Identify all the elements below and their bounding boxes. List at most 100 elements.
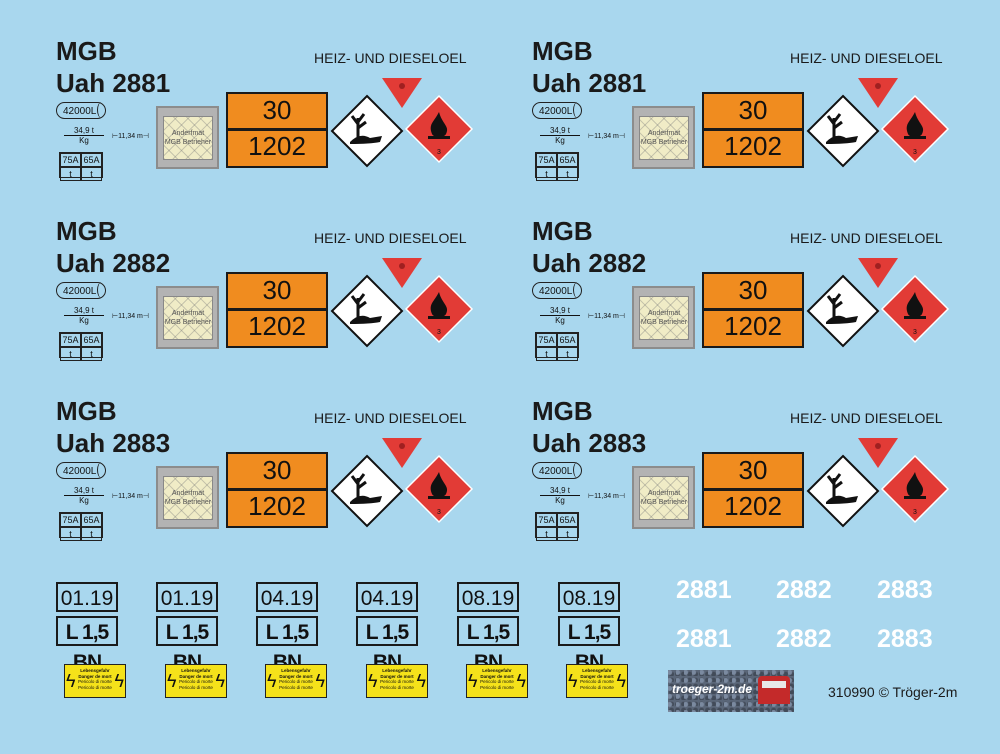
un-number: 1202	[248, 131, 306, 161]
lightning-icon: ϟ	[215, 671, 225, 691]
hazard-code: 30	[262, 275, 292, 305]
wagon-number: Uah 2883	[532, 428, 647, 458]
revision-date: 04.19	[356, 582, 418, 612]
hazard-code: 30	[738, 275, 768, 305]
revision-date: 01.19	[156, 582, 218, 612]
decal-set: MGB Uah 2881 HEIZ- UND DIESELOEL 42000L …	[532, 36, 972, 196]
svg-text:3: 3	[437, 509, 441, 516]
decal-set: MGB Uah 2882 HEIZ- UND DIESELOEL 42000L …	[532, 216, 972, 376]
wagon-number: Uah 2881	[532, 68, 647, 98]
svg-text:3: 3	[437, 329, 441, 336]
wagon-number: Uah 2881	[56, 68, 171, 98]
un-number: 1202	[248, 491, 306, 521]
white-wagon-number: 2881	[676, 576, 732, 604]
revision-code: L 1,5 BN	[256, 616, 318, 674]
svg-text:3: 3	[913, 329, 917, 336]
white-wagon-number: 2881	[676, 625, 732, 653]
brand-logo: troeger-2m.de	[668, 670, 794, 712]
un-number: 1202	[724, 311, 782, 341]
revision-date: 01.19	[56, 582, 118, 612]
capacity-label: 42000L	[532, 462, 582, 479]
environment-hazard-icon	[806, 94, 880, 168]
revision-date: 08.19	[457, 582, 519, 612]
environment-hazard-icon	[330, 454, 404, 528]
product-label: HEIZ- UND DIESELOEL	[314, 230, 467, 246]
flammable-hazard-icon: 3	[880, 454, 950, 524]
length-label: ⊢11,34 m⊣	[112, 133, 149, 140]
capacity-label: 42000L	[56, 462, 106, 479]
lightning-icon: ϟ	[114, 671, 124, 691]
un-number: 1202	[248, 311, 306, 341]
lightning-icon: ϟ	[368, 671, 378, 691]
svg-text:3: 3	[913, 149, 917, 156]
product-label: HEIZ- UND DIESELOEL	[790, 410, 943, 426]
capacity-label: 42000L	[532, 102, 582, 119]
white-wagon-number: 2883	[877, 576, 933, 604]
lightning-icon: ϟ	[66, 671, 76, 691]
revision-code: L 1,5 BN	[56, 616, 118, 674]
company-name: MGB	[56, 216, 117, 246]
white-wagon-number: 2883	[877, 625, 933, 653]
length-label: ⊢11,34 m⊣	[588, 133, 625, 140]
wagon-number: Uah 2883	[56, 428, 171, 458]
flammable-hazard-icon: 3	[880, 94, 950, 164]
decal-set: MGB Uah 2883 HEIZ- UND DIESELOEL 42000L …	[56, 396, 496, 556]
logo-text: troeger-2m.de	[672, 682, 753, 696]
decal-set: MGB Uah 2881 HEIZ- UND DIESELOEL 42000L …	[56, 36, 496, 196]
length-label: ⊢11,34 m⊣	[112, 493, 149, 500]
lightning-icon: ϟ	[267, 671, 277, 691]
hazard-plate: 30 1202	[226, 452, 328, 528]
hazard-plate: 30 1202	[226, 272, 328, 348]
lightning-icon: ϟ	[568, 671, 578, 691]
length-label: ⊢11,34 m⊣	[588, 313, 625, 320]
wagon-number: Uah 2882	[532, 248, 647, 278]
company-name: MGB	[532, 36, 593, 66]
lightning-icon: ϟ	[315, 671, 325, 691]
copyright-text: 310990 © Tröger-2m	[828, 684, 958, 700]
revision-code: L 1,5 BN	[558, 616, 620, 674]
environment-hazard-icon	[806, 274, 880, 348]
hazard-code: 30	[262, 455, 292, 485]
lightning-icon: ϟ	[516, 671, 526, 691]
revision-plate: 04.19 L 1,5 BN	[256, 582, 318, 674]
flammable-hazard-icon: 3	[880, 274, 950, 344]
svg-text:3: 3	[437, 149, 441, 156]
capacity-label: 42000L	[56, 282, 106, 299]
train-icon	[758, 676, 790, 704]
warning-triangle-icon	[858, 438, 898, 468]
wagon-number: Uah 2882	[56, 248, 171, 278]
revision-date: 08.19	[558, 582, 620, 612]
flammable-hazard-icon: 3	[404, 274, 474, 344]
hazard-code: 30	[738, 455, 768, 485]
svg-text:3: 3	[913, 509, 917, 516]
company-name: MGB	[532, 216, 593, 246]
revision-code: L 1,5 BN	[457, 616, 519, 674]
revision-date: 04.19	[256, 582, 318, 612]
un-number: 1202	[724, 491, 782, 521]
lightning-icon: ϟ	[167, 671, 177, 691]
